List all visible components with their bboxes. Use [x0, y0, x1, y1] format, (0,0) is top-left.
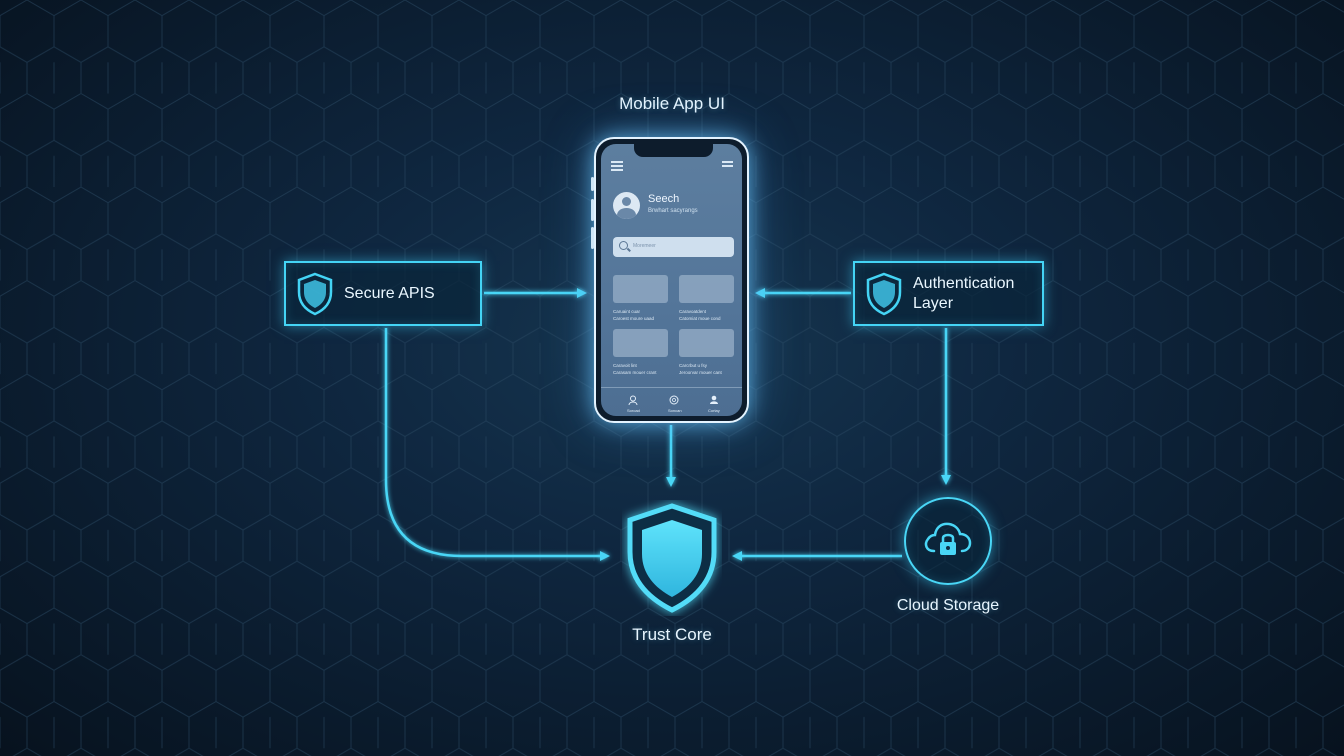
phone-nav-divider	[601, 387, 742, 388]
phone-card-text: Caravoit lint Carasam mouer crant	[613, 363, 657, 375]
auth-label-line1: Authentication	[913, 274, 1015, 292]
node-secure-apis: Secure APIS	[284, 261, 482, 326]
phone-card-text: Caruaint cuar Caroest moure uaad	[613, 309, 655, 321]
trust-core-label: Trust Core	[632, 625, 712, 644]
phone-side-button	[591, 227, 594, 249]
cloud-storage-label: Cloud Storage	[896, 597, 1000, 614]
trust-core-shield-icon	[627, 503, 717, 613]
phone-search-subtitle: Brwhart sacyrangs	[648, 208, 698, 214]
cloud-storage-node	[904, 497, 992, 585]
profile-icon	[628, 395, 638, 405]
phone-notch	[634, 144, 713, 157]
shield-icon	[297, 272, 333, 315]
phone-nav-label: Soroad	[627, 408, 640, 413]
phone-title: Mobile App UI	[619, 94, 725, 113]
avatar-icon	[613, 192, 640, 219]
phone-nav-label: Soncan	[668, 408, 682, 413]
cloud-lock-icon	[924, 522, 972, 555]
node-secure-apis-label: Secure APIS	[344, 284, 435, 302]
node-authentication-layer: Authentication Layer	[853, 261, 1044, 326]
phone-card	[679, 275, 734, 303]
phone-side-button	[591, 199, 594, 221]
phone-screen: Seech Brwhart sacyrangs Moremeer Caruain…	[601, 144, 742, 416]
globe-icon	[669, 395, 679, 405]
phone-search-bar: Moremeer	[613, 237, 734, 257]
mobile-phone: Seech Brwhart sacyrangs Moremeer Caruain…	[591, 137, 749, 423]
phone-nav-label: Cortay	[708, 408, 720, 413]
search-icon	[619, 241, 628, 250]
connector-secure-apis-to-trust-core	[384, 328, 610, 561]
phone-card	[613, 329, 668, 357]
phone-card-text: Carcrbut u fsy Jeroorvar mouer cant	[679, 363, 722, 375]
user-icon	[710, 395, 718, 404]
phone-side-button	[591, 177, 594, 191]
phone-card	[613, 275, 668, 303]
phone-search-title: Seech	[648, 193, 680, 205]
toggle-icon	[722, 161, 733, 171]
phone-card-text: Caravoatdent Catomiat moue cond	[679, 309, 721, 321]
phone-search-placeholder: Moremeer	[633, 243, 656, 249]
shield-icon	[866, 272, 902, 315]
phone-card	[679, 329, 734, 357]
auth-label-line2: Layer	[913, 294, 954, 312]
node-authentication-layer-label: Authentication Layer	[913, 274, 1014, 314]
menu-icon	[611, 161, 623, 171]
